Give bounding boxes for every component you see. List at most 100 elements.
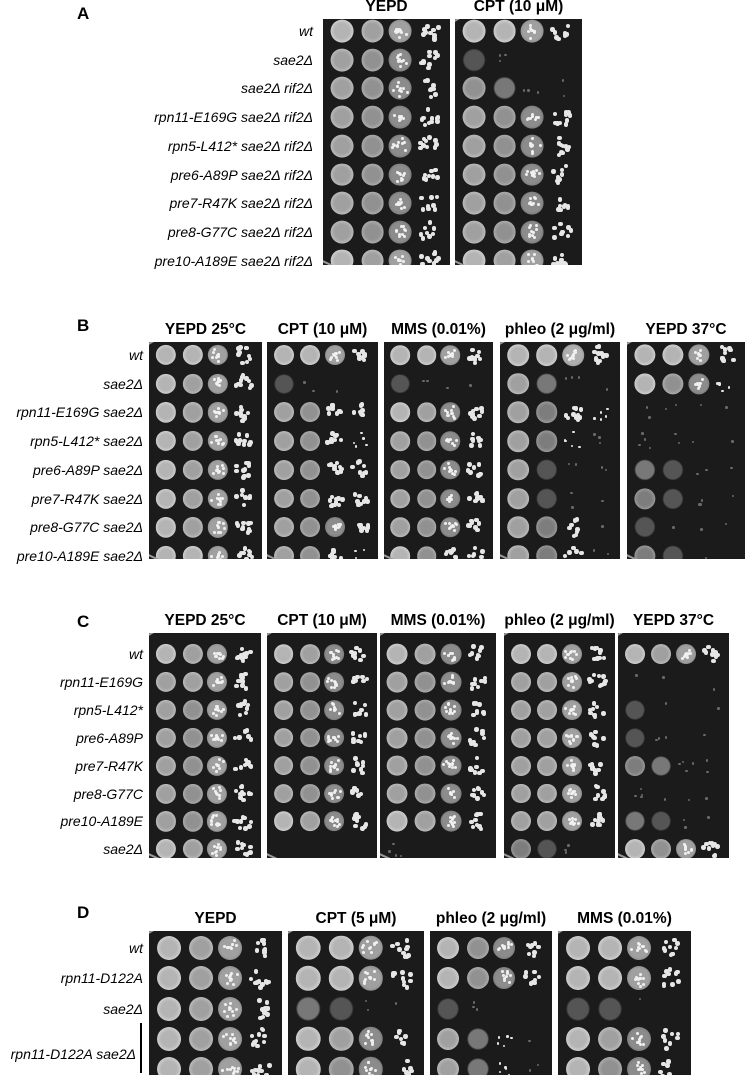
colony [645,406,649,409]
colony [255,1043,260,1049]
colony [354,818,360,823]
colony [535,223,539,227]
colony [567,711,571,715]
colony [335,817,339,821]
colony [670,951,676,956]
colony [240,488,245,493]
colony [225,1067,229,1071]
colony [530,229,534,233]
colony [600,818,606,823]
colony [303,381,306,384]
colony [362,824,368,829]
colony [368,947,372,951]
colony [426,173,432,179]
colony [670,982,675,987]
colony [531,150,535,154]
colony [244,556,249,559]
colony [364,528,370,533]
colony [696,472,699,476]
colony [218,412,222,416]
colony [338,351,342,355]
colony [248,976,254,982]
colony [239,646,245,652]
colony [329,503,334,509]
colony [364,1069,368,1073]
colony [219,710,223,714]
colony [265,1012,270,1017]
colony [705,759,709,762]
colony [657,737,660,740]
colony [401,116,405,120]
colony [231,1038,235,1042]
colony [589,678,594,684]
colony [357,409,363,415]
colony [431,261,437,265]
colony [712,688,716,691]
growth-spot [296,1056,321,1075]
colony [228,973,232,977]
colony [684,852,688,856]
colony [423,177,429,182]
colony [530,257,534,261]
growth-spot [300,517,321,538]
colony [686,656,690,660]
colony [256,979,262,984]
colony [230,943,234,947]
colony [597,650,603,655]
colony [472,545,478,551]
colony [217,550,221,554]
growth-spot [182,545,204,559]
colony [434,142,439,147]
colony [217,708,221,712]
colony [216,496,220,500]
colony [477,648,482,653]
colony [355,762,360,767]
colony [470,347,475,353]
colony [482,675,488,681]
growth-spot [507,344,529,366]
growth-spot [414,783,436,804]
colony [337,464,343,470]
colony [228,1037,232,1041]
colony [446,411,450,415]
colony [425,78,430,83]
colony [471,465,477,470]
growth-spot [565,1057,590,1075]
colony [239,407,244,413]
colony [531,203,535,207]
colony [370,951,374,955]
colony [338,556,344,559]
colony [639,787,643,791]
colony [395,941,400,947]
colony [593,796,598,802]
colony [356,793,361,798]
colony [217,380,221,384]
colony [573,713,577,717]
colony [228,1041,232,1045]
colony [713,654,719,659]
colony [524,172,528,176]
colony [529,223,533,227]
colony [218,499,222,503]
growth-spot [386,755,408,777]
colony [538,144,542,148]
colony [220,680,224,684]
colony [664,702,668,705]
colony [452,416,456,420]
growth-spot [300,459,321,480]
growth-spot [386,727,408,749]
colony [396,81,400,85]
colony [592,349,597,355]
colony [216,520,220,524]
colony [565,147,570,152]
colony [592,768,598,773]
colony [523,970,529,975]
growth-spot [386,643,408,665]
colony [644,950,648,954]
colony [213,378,217,382]
colony [590,706,596,712]
colony [402,59,406,63]
colony [563,163,569,169]
colony [717,707,720,710]
colony [421,59,426,64]
